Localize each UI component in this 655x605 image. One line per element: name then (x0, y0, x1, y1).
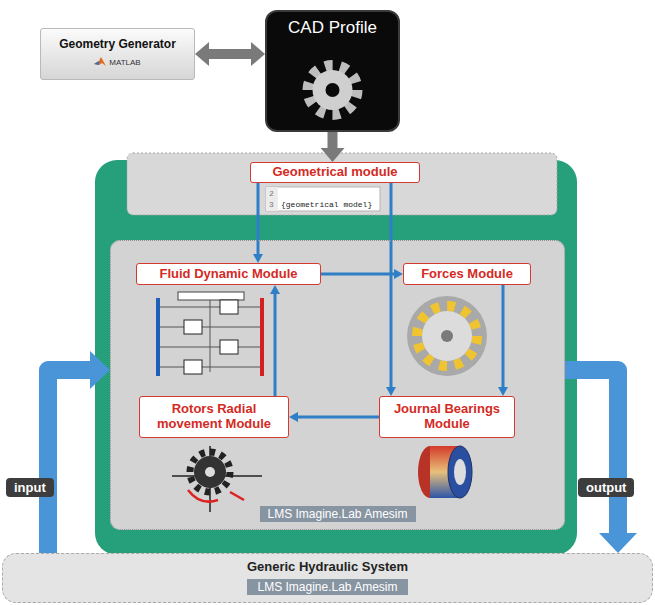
rotor-movement-illustration (172, 446, 262, 512)
flow-arrow (321, 273, 394, 276)
node-subtitle: LMS Imagine.Lab Amesim (247, 579, 407, 595)
flow-arrow (502, 285, 505, 387)
flow-arrow (209, 49, 251, 59)
journal-bearing-illustration (418, 446, 472, 498)
flow-arrow (390, 183, 393, 387)
code-snippet-icon (266, 187, 380, 211)
flow-arrow (298, 416, 379, 419)
tool-box: Geometry GeneratorMATLAB (40, 28, 195, 80)
module-panel: Fluid Dynamic Module Forces ModuleRotors … (110, 240, 565, 530)
node-title: Journal Bearings Module (386, 402, 508, 432)
geometry-panel (127, 153, 557, 215)
node-subtitle: MATLAB (109, 58, 140, 67)
module-box: Fluid Dynamic Module (136, 263, 321, 285)
node-title: Fluid Dynamic Module (160, 267, 298, 282)
module-box: Rotors Radial movement Module (139, 396, 289, 438)
module-box: Journal Bearings Module (379, 396, 515, 438)
logo-row: MATLAB (94, 57, 140, 67)
node-title: Geometry Generator (59, 37, 176, 51)
signal-arrow (48, 370, 90, 553)
code-text: 2 (269, 188, 274, 199)
node-title: Rotors Radial movement Module (146, 402, 282, 432)
cad-box: CAD Profile (265, 10, 400, 132)
node-title: Generic Hydraulic System (247, 559, 408, 574)
flow-label: output (578, 478, 634, 497)
node-title: Forces Module (421, 267, 513, 282)
flow-arrow (328, 132, 338, 148)
node-title: CAD Profile (267, 18, 398, 38)
flow-arrow (274, 294, 277, 396)
module-box: Geometrical module (250, 162, 420, 183)
signal-arrow (565, 370, 618, 533)
system-band: Generic Hydraulic SystemLMS Imagine.Lab … (2, 553, 653, 603)
code-text: {geometrical model} (281, 199, 372, 210)
code-text: 3 (269, 199, 274, 210)
module-box: Forces Module (403, 263, 531, 285)
matlab-logo (94, 57, 106, 67)
fluid-schematic (158, 292, 262, 376)
module-panel-fill (110, 240, 565, 530)
node-title: Geometrical module (273, 165, 398, 180)
simulation-frame (95, 160, 577, 555)
forces-gear-illustration (407, 296, 487, 376)
node-title: LMS Imagine.Lab Amesim (259, 506, 415, 522)
flow-arrow (257, 183, 260, 254)
flow-label: input (6, 478, 54, 497)
